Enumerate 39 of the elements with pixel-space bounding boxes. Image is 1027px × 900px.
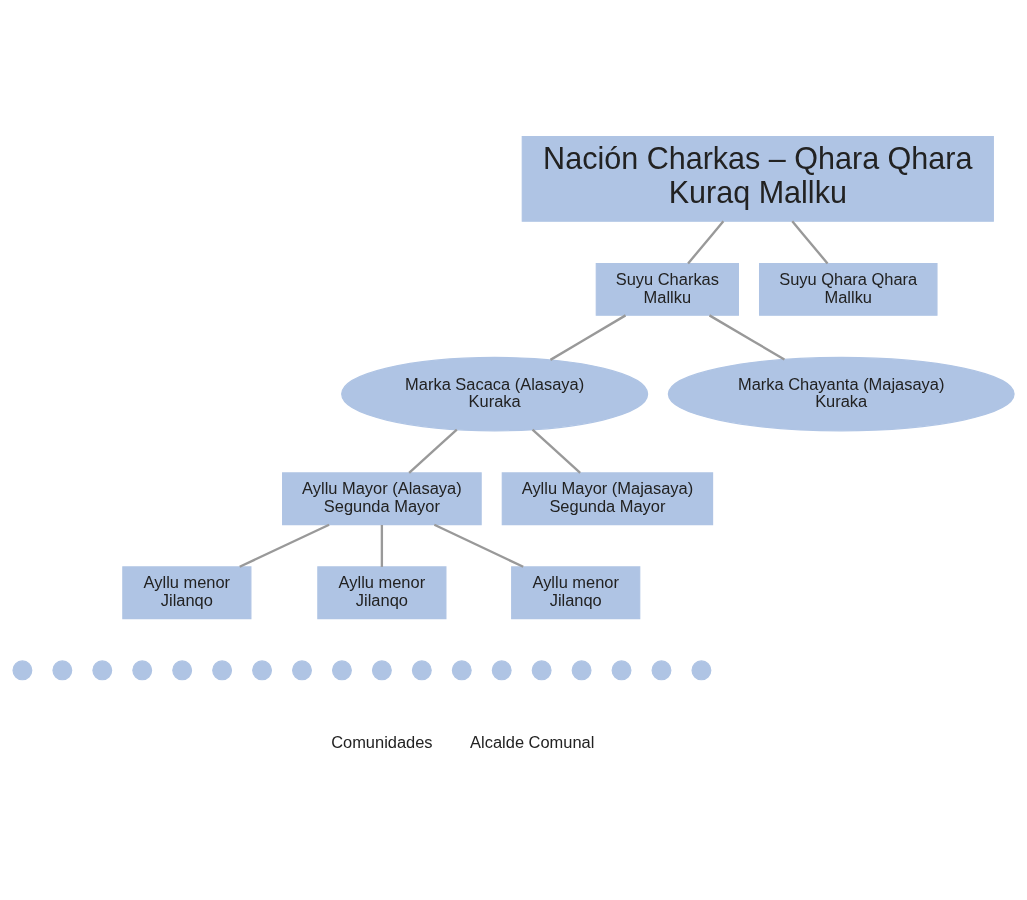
node-circle bbox=[491, 659, 512, 680]
node-box: Nación Charkas – Qhara Qhara Kuraq Mallku bbox=[521, 135, 994, 222]
connector bbox=[708, 313, 785, 360]
node-circle bbox=[252, 659, 273, 680]
node-box: Ayllu menor Jilanqo bbox=[511, 565, 641, 619]
node-box: Ayllu menor Jilanqo bbox=[317, 565, 447, 619]
connector bbox=[531, 428, 581, 474]
node-circle bbox=[411, 659, 432, 680]
node-circle bbox=[92, 659, 113, 680]
node-box: Ayllu Mayor (Alasaya) Segunda Mayor bbox=[282, 471, 482, 525]
connector bbox=[791, 220, 829, 264]
node-box: Ayllu menor Jilanqo bbox=[122, 565, 252, 619]
node-circle bbox=[611, 659, 632, 680]
node-ellipse: Marka Chayanta (Majasaya) Kuraka bbox=[667, 356, 1015, 431]
node-box: Ayllu Mayor (Majasaya) Segunda Mayor bbox=[501, 471, 714, 525]
connector bbox=[433, 523, 524, 568]
node-circle bbox=[531, 659, 552, 680]
node-circle bbox=[292, 659, 312, 680]
node-box: Suyu Charkas Mallku bbox=[595, 262, 739, 316]
node-circle bbox=[571, 659, 592, 680]
connector bbox=[239, 523, 330, 568]
node-circle bbox=[132, 659, 153, 680]
node-circle bbox=[12, 659, 33, 680]
connector bbox=[549, 313, 627, 361]
node-circle bbox=[691, 659, 712, 680]
connector bbox=[380, 524, 384, 567]
node-circle bbox=[52, 659, 73, 680]
node-ellipse: Marka Sacaca (Alasaya) Kuraka bbox=[341, 356, 649, 431]
label: Comunidades bbox=[331, 732, 433, 750]
node-circle bbox=[331, 659, 352, 680]
node-circle bbox=[172, 659, 193, 680]
label: Alcalde Comunal bbox=[470, 732, 595, 750]
connector bbox=[408, 428, 458, 474]
node-circle bbox=[371, 659, 392, 680]
node-circle bbox=[212, 659, 233, 680]
node-box: Suyu Qhara Qhara Mallku bbox=[759, 262, 938, 316]
node-circle bbox=[651, 659, 672, 680]
connector bbox=[687, 220, 725, 264]
node-circle bbox=[451, 659, 472, 680]
